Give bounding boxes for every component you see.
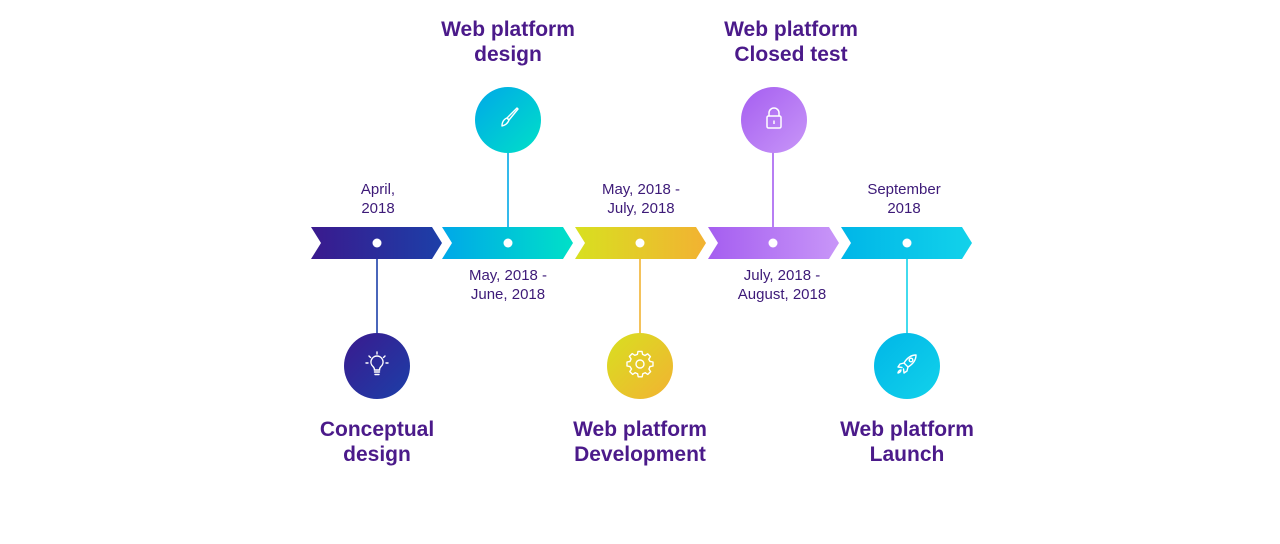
lock-icon: [758, 102, 790, 139]
gear-icon: [624, 348, 656, 385]
milestone-icon-circle-web-platform-design: [475, 87, 541, 153]
lightbulb-icon: [361, 348, 393, 385]
timeline-dot: [902, 238, 912, 248]
timeline-dot: [503, 238, 513, 248]
milestone-date-web-platform-design: May, 2018 - June, 2018: [468, 267, 548, 303]
milestone-icon-circle-conceptual-design: [344, 333, 410, 399]
milestone-date-web-platform-closed-test: July, 2018 - August, 2018: [737, 267, 827, 303]
milestone-date-web-platform-launch: September 2018: [867, 181, 941, 217]
timeline-dot: [372, 238, 382, 248]
rocket-icon: [891, 348, 923, 385]
milestone-title-web-platform-development: Web platform Development: [573, 418, 707, 466]
paintbrush-icon: [492, 102, 524, 139]
milestone-title-conceptual-design: Conceptual design: [319, 418, 435, 466]
milestone-icon-circle-web-platform-closed-test: [741, 87, 807, 153]
milestone-date-web-platform-development: May, 2018 - July, 2018: [601, 181, 681, 217]
milestone-title-web-platform-design: Web platform design: [441, 18, 575, 66]
milestone-title-web-platform-closed-test: Web platform Closed test: [724, 18, 858, 66]
milestone-title-web-platform-launch: Web platform Launch: [840, 418, 974, 466]
timeline-dot: [635, 238, 645, 248]
milestone-icon-circle-web-platform-development: [607, 333, 673, 399]
milestone-icon-circle-web-platform-launch: [874, 333, 940, 399]
milestone-date-conceptual-design: April, 2018: [360, 181, 396, 217]
timeline-dot: [768, 238, 778, 248]
